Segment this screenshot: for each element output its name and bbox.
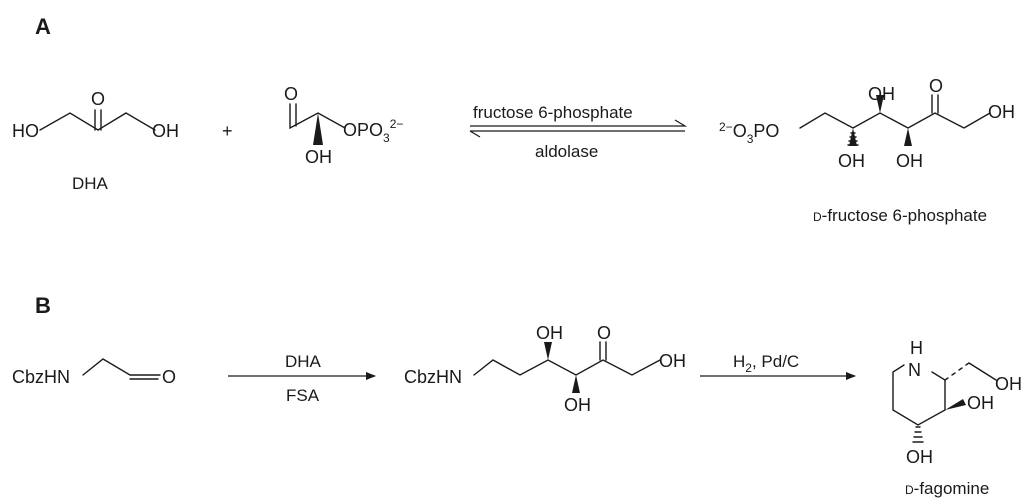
fagomine-ch2oh: OH (995, 374, 1022, 394)
equilibrium-arrow: fructose 6-phosphate aldolase (469, 103, 688, 161)
fagomine-structure: H N OH OH OH D-fagomine (892, 338, 1022, 498)
intermediate-cbzhn-label: CbzHN (404, 367, 462, 387)
g3p-aldehyde-o: O (284, 84, 298, 104)
fructose-6-phosphate-structure: 2−O3PO OH O OH OH OH D-fructose 6-phosph… (719, 76, 1015, 225)
f6p-oh-bottom-1: OH (838, 151, 865, 171)
aldol-intermediate-structure: CbzHN OH O OH OH (404, 323, 686, 415)
f6p-name: D-fructose 6-phosphate (813, 206, 987, 225)
enzyme-label-top: fructose 6-phosphate (473, 103, 633, 122)
plus-sign: + (222, 121, 233, 141)
dha-carbonyl-o: O (91, 89, 105, 109)
panel-label-b: B (35, 293, 51, 318)
step1-reagent-top: DHA (285, 352, 322, 371)
f6p-oh-top: OH (868, 84, 895, 104)
dha-name: DHA (72, 174, 109, 193)
intermediate-oh-top: OH (536, 323, 563, 343)
glyceraldehyde-3-phosphate-structure: O OH OPO32− (284, 84, 403, 167)
fagomine-ring-n: N (908, 360, 921, 380)
fagomine-oh-3: OH (967, 393, 994, 413)
intermediate-oh-bottom: OH (564, 395, 591, 415)
g3p-phosphate-label: OPO32− (343, 117, 403, 145)
dha-oh-label: OH (152, 121, 179, 141)
step2-arrow: H2, Pd/C (700, 352, 856, 380)
intermediate-oh-right: OH (659, 351, 686, 371)
g3p-oh-label: OH (305, 147, 332, 167)
fagomine-oh-4: OH (906, 447, 933, 467)
fagomine-nh-h: H (910, 338, 923, 358)
fagomine-name: D-fagomine (905, 479, 989, 498)
intermediate-carbonyl-o: O (597, 323, 611, 343)
cbz-aminopropanal-structure: CbzHN O (12, 358, 176, 387)
substrate-aldehyde-o: O (162, 367, 176, 387)
f6p-carbonyl-o: O (929, 76, 943, 96)
f6p-phosphate-label: 2−O3PO (719, 120, 779, 146)
dha-ho-label: HO (12, 121, 39, 141)
substrate-cbzhn-label: CbzHN (12, 367, 70, 387)
step1-arrow: DHA FSA (228, 352, 376, 405)
enzyme-label-bottom: aldolase (535, 142, 598, 161)
f6p-oh-bottom-2: OH (896, 151, 923, 171)
f6p-oh-right: OH (988, 102, 1015, 122)
step2-reagent: H2, Pd/C (733, 352, 799, 375)
dha-structure: HO O OH DHA (12, 89, 179, 193)
step1-reagent-bottom: FSA (286, 386, 320, 405)
panel-label-a: A (35, 14, 51, 39)
